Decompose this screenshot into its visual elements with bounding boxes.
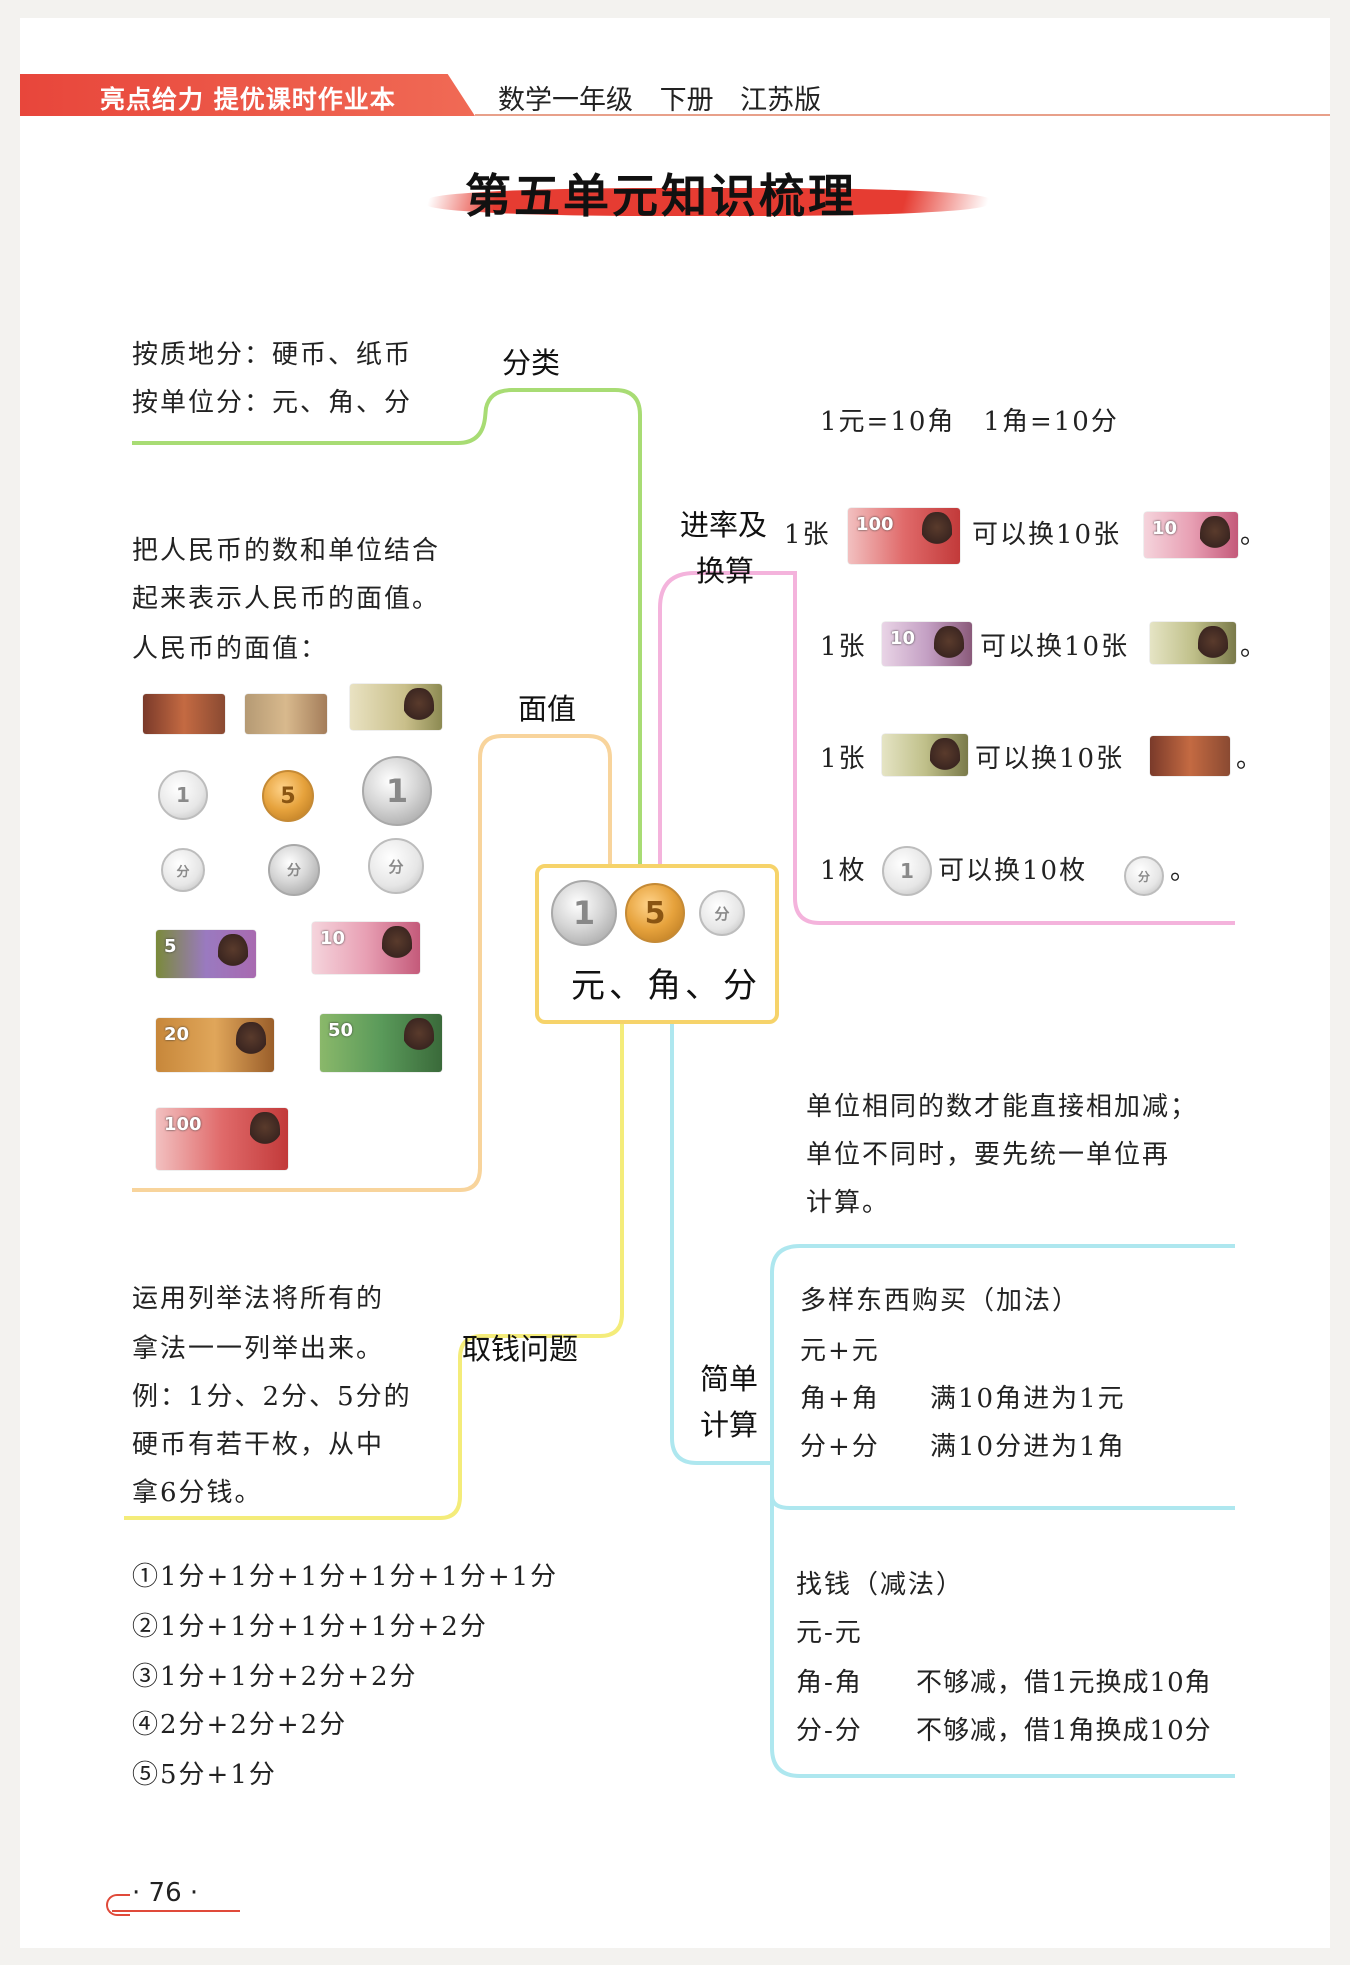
branch-face-value: 面值 bbox=[518, 692, 577, 726]
mindmap-lines bbox=[124, 388, 1235, 1778]
header-banner bbox=[20, 74, 475, 116]
calc-rule-line-1: 单位相同的数才能直接相加减； bbox=[806, 1092, 1199, 1122]
exchange-row4-end: 。 bbox=[1170, 856, 1199, 886]
answer-1: ①1分+1分+1分+1分+1分+1分 bbox=[132, 1562, 559, 1592]
rates-line: 1元=10角 1角=10分 bbox=[820, 407, 1119, 437]
one-yuan-coin-icon-2: 1 bbox=[362, 756, 432, 826]
branch-calc-1: 简单 bbox=[700, 1362, 759, 1396]
one-fen-coin-icon: 分 bbox=[161, 848, 205, 892]
take-money-line-2: 拿法一一列举出来。 bbox=[132, 1334, 385, 1364]
fen-coin-icon: 分 bbox=[699, 890, 745, 936]
face-value-line-1: 把人民币的数和单位结合 bbox=[132, 536, 441, 566]
face-value-line-2: 起来表示人民币的面值。 bbox=[132, 584, 441, 614]
exchange-row1-mid: 可以换10张 bbox=[972, 520, 1122, 550]
header-rule bbox=[475, 114, 1330, 116]
sub-row-2-note: 不够减，借1元换成10角 bbox=[916, 1668, 1212, 1698]
take-money-line-4: 硬币有若干枚，从中 bbox=[132, 1430, 385, 1460]
exchange-row1-end: 。 bbox=[1240, 520, 1269, 550]
face-value-line-3: 人民币的面值： bbox=[132, 634, 329, 664]
page-number-rule bbox=[112, 1910, 240, 1912]
ten-yuan-note-icon-2: 10 bbox=[1144, 512, 1238, 558]
exchange-row2-mid: 可以换10张 bbox=[980, 632, 1130, 662]
one-yuan-note-icon bbox=[1150, 622, 1236, 664]
add-title: 多样东西购买（加法） bbox=[800, 1286, 1081, 1316]
calc-rule-line-2: 单位不同时，要先统一单位再 bbox=[806, 1140, 1171, 1170]
add-row-3-expr: 分+分 bbox=[800, 1432, 880, 1462]
exchange-row4-mid: 可以换10枚 bbox=[938, 856, 1088, 886]
ten-yuan-note-icon: 10 bbox=[312, 922, 420, 974]
calc-rule-line-3: 计算。 bbox=[806, 1188, 891, 1218]
sub-row-3-note: 不够减，借1角换成10分 bbox=[916, 1716, 1212, 1746]
exchange-row2-prefix: 1张 bbox=[820, 632, 867, 662]
add-row-3-note: 满10分进为1角 bbox=[930, 1432, 1126, 1462]
two-fen-coin-icon: 分 bbox=[268, 844, 320, 896]
exchange-row3-prefix: 1张 bbox=[820, 744, 867, 774]
one-yuan-note-icon-2 bbox=[882, 734, 968, 776]
branch-exchange-2: 换算 bbox=[696, 554, 755, 588]
five-fen-coin-icon: 分 bbox=[368, 838, 424, 894]
exchange-row2-end: 。 bbox=[1240, 632, 1269, 662]
hundred-yuan-note-icon: 100 bbox=[156, 1108, 288, 1170]
page: 亮点给力 提优课时作业本 数学一年级 下册 江苏版 第五单元知识梳理 1 5 分… bbox=[20, 18, 1330, 1948]
brand-label: 亮点给力 提优课时作业本 bbox=[100, 85, 396, 114]
five-jiao-note-icon bbox=[350, 684, 442, 730]
ten-yuan-note-icon-3: 10 bbox=[882, 622, 972, 666]
center-node: 1 5 分 元、角、分 bbox=[535, 864, 779, 1024]
exchange-row3-mid: 可以换10张 bbox=[975, 744, 1125, 774]
classify-line-1: 按质地分：硬币、纸币 bbox=[132, 340, 413, 370]
two-jiao-note-icon bbox=[245, 694, 327, 734]
branch-take-money: 取钱问题 bbox=[462, 1332, 579, 1366]
branch-exchange-1: 进率及 bbox=[680, 508, 768, 542]
answer-3: ③1分+1分+2分+2分 bbox=[132, 1662, 418, 1692]
page-number: · 76 · bbox=[132, 1878, 199, 1908]
five-jiao-coin-icon: 5 bbox=[625, 883, 685, 943]
branch-classify: 分类 bbox=[502, 346, 561, 380]
page-number-ornament bbox=[106, 1894, 130, 1916]
book-info: 数学一年级 下册 江苏版 bbox=[498, 85, 822, 116]
sub-row-2-expr: 角-角 bbox=[796, 1668, 863, 1698]
one-jiao-coin-icon-2: 1 bbox=[882, 846, 932, 896]
hundred-yuan-note-icon-2: 100 bbox=[848, 508, 960, 564]
one-jiao-note-icon bbox=[143, 694, 225, 734]
one-fen-coin-icon-2: 分 bbox=[1124, 856, 1164, 896]
one-jiao-coin-icon: 1 bbox=[158, 770, 208, 820]
sub-title: 找钱（减法） bbox=[796, 1570, 965, 1600]
answer-5: ⑤5分+1分 bbox=[132, 1760, 277, 1790]
sub-row-1-expr: 元-元 bbox=[796, 1618, 863, 1648]
one-yuan-coin-icon: 1 bbox=[551, 880, 617, 946]
fifty-yuan-note-icon: 50 bbox=[320, 1014, 442, 1072]
one-jiao-note-icon-2 bbox=[1150, 736, 1230, 776]
add-row-2-note: 满10角进为1元 bbox=[930, 1384, 1126, 1414]
exchange-row3-end: 。 bbox=[1236, 744, 1265, 774]
exchange-row4-prefix: 1枚 bbox=[820, 856, 867, 886]
center-label: 元、角、分 bbox=[571, 966, 761, 1006]
page-title: 第五单元知识梳理 bbox=[465, 169, 857, 223]
five-yuan-note-icon: 5 bbox=[156, 930, 256, 978]
answer-2: ②1分+1分+1分+1分+2分 bbox=[132, 1612, 488, 1642]
five-jiao-coin-icon-2: 5 bbox=[262, 770, 314, 822]
branch-calc-2: 计算 bbox=[700, 1408, 759, 1442]
take-money-line-3: 例：1分、2分、5分的 bbox=[132, 1382, 412, 1412]
add-row-1-expr: 元+元 bbox=[800, 1336, 880, 1366]
answer-4: ④2分+2分+2分 bbox=[132, 1710, 348, 1740]
exchange-row1-prefix: 1张 bbox=[784, 520, 831, 550]
take-money-line-5: 拿6分钱。 bbox=[132, 1478, 263, 1508]
take-money-line-1: 运用列举法将所有的 bbox=[132, 1284, 385, 1314]
twenty-yuan-note-icon: 20 bbox=[156, 1018, 274, 1072]
sub-row-3-expr: 分-分 bbox=[796, 1716, 863, 1746]
classify-line-2: 按单位分：元、角、分 bbox=[132, 388, 413, 418]
add-row-2-expr: 角+角 bbox=[800, 1384, 880, 1414]
